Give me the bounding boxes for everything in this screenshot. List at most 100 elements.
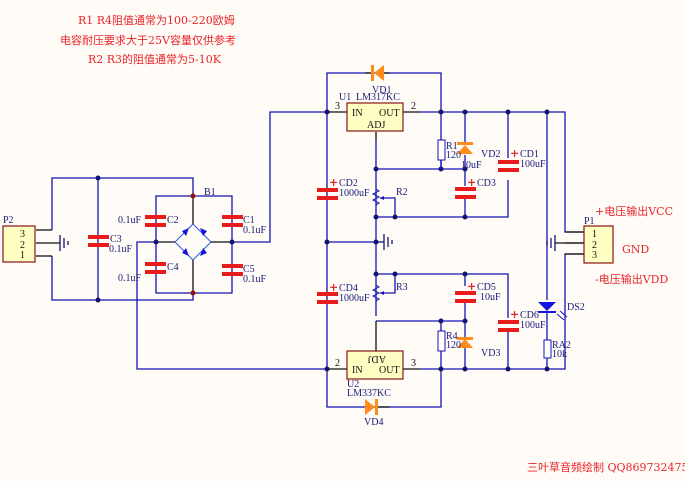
- diode-vd2-ref: VD2: [481, 149, 500, 160]
- diode-vd1-ref: VD1: [372, 85, 391, 96]
- potentiometer-r3-ref: R3: [396, 282, 408, 293]
- regulator-u2-in: IN: [352, 365, 363, 376]
- diode-vd1: VD1: [365, 65, 391, 96]
- connector-p2-pin: 1: [20, 250, 25, 261]
- svg-text:+: +: [329, 281, 338, 294]
- capacitor-cd2-ref: CD2: [339, 178, 358, 189]
- capacitor-c2: C2 0.1uF: [118, 215, 179, 227]
- wire: [376, 180, 509, 218]
- resistor-r4: R4 120: [437, 330, 461, 352]
- capacitor-cd4-value: 1000uF: [339, 293, 370, 304]
- wire: [136, 241, 330, 370]
- wire: [375, 140, 442, 170]
- connector-p1-body[interactable]: [583, 225, 614, 264]
- capacitor-cd5-ref: CD5: [477, 282, 496, 293]
- capacitor-c3: C3 0.1uF: [88, 234, 133, 255]
- output-label-gnd: GND: [622, 243, 649, 256]
- resistor-ra2-value: 10k: [552, 349, 567, 360]
- capacitor-c3-value: 0.1uF: [109, 244, 133, 255]
- note-r1-r4: R1 R4阻值通常为100-220欧姆: [78, 13, 235, 27]
- potentiometer-r2: R2: [371, 187, 408, 206]
- connector-leads: [36, 229, 584, 257]
- wire: [232, 111, 330, 243]
- regulator-u1: U1 LM317KC IN OUT ADJ 3 2: [327, 92, 420, 140]
- connector-p1-pin: 1: [592, 229, 597, 240]
- led-ds2: DS2: [538, 302, 585, 321]
- capacitor-cd3: + CD3 10uF: [455, 160, 496, 199]
- footer-credit: 三叶草音频绘制 QQ869732475: [527, 460, 685, 474]
- diode-vd2: VD2: [457, 142, 500, 160]
- resistor-r1-value: 120: [446, 150, 461, 161]
- diode-icon: [182, 228, 189, 236]
- capacitor-cd3-value: 10uF: [461, 160, 482, 171]
- capacitor-cd1-ref: CD1: [520, 149, 539, 160]
- svg-text:+: +: [467, 280, 476, 293]
- output-label-vdd: -电压输出VDD: [595, 272, 668, 286]
- capacitor-cd1: + CD1 100uF: [498, 147, 546, 172]
- capacitor-c1: C1 0.1uF: [222, 215, 267, 236]
- capacitor-cd5: + CD5 10uF: [455, 280, 501, 303]
- regulator-u1-adj: ADJ: [367, 120, 385, 131]
- resistor-ra2: RA2 10k: [543, 339, 571, 360]
- connector-p1[interactable]: P1 1 2 3: [583, 216, 614, 264]
- bridge-ref: B1: [204, 187, 216, 198]
- pin-number: 2: [411, 101, 416, 112]
- regulator-u1-out: OUT: [379, 108, 400, 119]
- pin-number: 3: [411, 358, 416, 369]
- diode-vd3: VD3: [457, 337, 500, 359]
- connector-p2-body[interactable]: [2, 225, 36, 263]
- resistor-ra2-ref: RA2: [552, 340, 571, 351]
- capacitor-cd1-value: 100uF: [520, 159, 546, 170]
- connector-p2-ref: P2: [3, 215, 14, 226]
- diode-vd3-ref: VD3: [481, 348, 500, 359]
- regulator-u2: U2 LM337KC IN OUT ADJ 2 3: [327, 321, 420, 399]
- regulator-u1-body: [346, 102, 404, 132]
- capacitor-c5-ref: C5: [243, 264, 255, 275]
- capacitor-cd6-ref: CD6: [520, 310, 539, 321]
- pin-number: 3: [335, 101, 340, 112]
- output-label-vcc: +电压输出VCC: [595, 204, 673, 218]
- diode-icon: [182, 248, 189, 256]
- note-r2-r3: R2 R3的阻值通常为5-10K: [88, 52, 222, 66]
- regulator-u1-ref: U1: [339, 92, 351, 103]
- svg-text:+: +: [467, 176, 476, 189]
- svg-text:+: +: [329, 176, 338, 189]
- capacitor-cd4: + CD4 1000uF: [317, 281, 370, 304]
- capacitor-cd3-ref: CD3: [477, 178, 496, 189]
- connector-p2[interactable]: P2 3 2 1: [2, 215, 36, 263]
- svg-text:+: +: [510, 308, 519, 321]
- regulator-u2-ref: U2: [347, 379, 359, 390]
- resistor-r1-ref: R1: [446, 141, 458, 152]
- note-capacitor-voltage: 电容耐压要求大于25V容量仅供参考: [60, 33, 236, 47]
- wire: [376, 320, 442, 331]
- led-ds2-ref: DS2: [567, 302, 585, 313]
- connector-p1-ref: P1: [584, 216, 595, 227]
- capacitor-cd4-ref: CD4: [339, 283, 358, 294]
- capacitor-c2-value: 0.1uF: [118, 215, 142, 226]
- capacitor-c4-value: 0.1uF: [118, 273, 142, 284]
- capacitor-cd2-value: 1000uF: [339, 188, 370, 199]
- diode-vd4-ref: VD4: [364, 417, 383, 428]
- connector-p1-pin: 3: [592, 250, 597, 261]
- capacitor-c1-value: 0.1uF: [243, 225, 267, 236]
- potentiometer-r2-ref: R2: [396, 187, 408, 198]
- diode-vd4: VD4: [364, 399, 390, 428]
- regulator-u2-out: OUT: [379, 365, 400, 376]
- regulator-u1-in: IN: [352, 108, 363, 119]
- regulator-u2-body: [346, 350, 404, 380]
- capacitor-cd5-value: 10uF: [480, 292, 501, 303]
- capacitor-c4-ref: C4: [167, 262, 179, 273]
- connector-p2-pin: 2: [20, 240, 25, 251]
- svg-text:+: +: [510, 147, 519, 160]
- potentiometer-r3: R3: [371, 282, 408, 302]
- capacitor-c4: C4 0.1uF: [118, 262, 179, 284]
- wire: [380, 197, 396, 217]
- pin-number: 2: [335, 358, 340, 369]
- diode-icon: [200, 248, 207, 256]
- bridge-rectifier-b1: B1: [156, 187, 232, 293]
- resistor-r4-value: 120: [446, 340, 461, 351]
- diode-icon: [200, 228, 207, 236]
- resistor-r4-ref: R4: [446, 331, 458, 342]
